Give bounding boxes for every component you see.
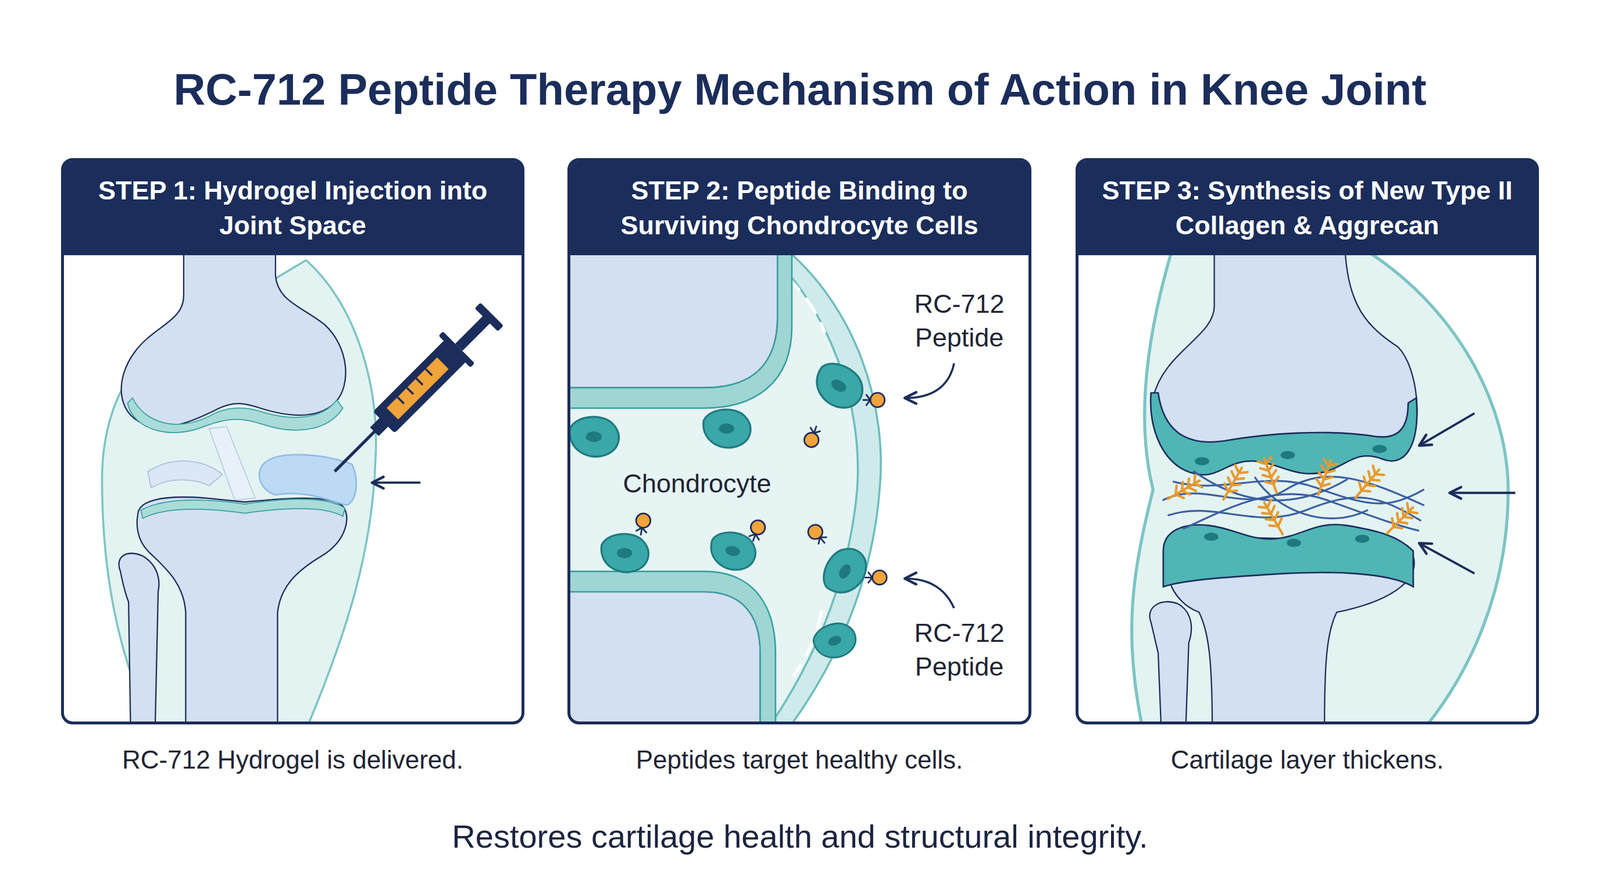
step-description: RC-712 Hydrogel is delivered. (61, 744, 525, 776)
step-description: Cartilage layer thickens. (1075, 744, 1539, 776)
leader-arrow (906, 578, 955, 609)
femur (570, 244, 778, 388)
capsule-highlight (787, 277, 825, 332)
chondrocyte-cell (601, 533, 649, 573)
aggrecan-molecule (1381, 502, 1419, 539)
aggrecan-molecule (1311, 457, 1338, 498)
peptide-marker (746, 518, 768, 544)
peptide-marker (805, 522, 831, 548)
step-heading: STEP 2: Peptide Binding to Surviving Cho… (570, 161, 1029, 256)
chondrocyte-cell (570, 416, 619, 457)
cell-nucleus (1280, 451, 1296, 460)
cell-nucleus (1194, 456, 1210, 466)
knee-joint-illustration (102, 244, 509, 723)
femur (121, 244, 346, 427)
thick-tibial-cartilage (1163, 524, 1414, 587)
hydrogel-deposit (259, 454, 357, 506)
ligament (209, 426, 256, 500)
aggrecan-molecule (1257, 455, 1284, 496)
femur (1151, 244, 1417, 448)
peptide-label: RC-712 Peptide (892, 287, 1027, 355)
step-heading: STEP 1: Hydrogel Injection into Joint Sp… (63, 161, 522, 256)
aggrecan-molecule (1217, 463, 1249, 503)
peptide-marker (865, 570, 887, 585)
aggrecan-molecule (1350, 465, 1385, 503)
chondrocyte-cell (809, 618, 861, 664)
meniscus (147, 461, 223, 488)
chondrocyte-cell (703, 409, 751, 448)
joint-space (570, 244, 881, 723)
pointer-arrow (1420, 543, 1475, 574)
pointer-arrow (1420, 413, 1475, 445)
diagram-title: RC-712 Peptide Therapy Mechanism of Acti… (0, 65, 1600, 114)
aggrecan-molecule (1163, 474, 1203, 506)
leader-arrow (906, 363, 955, 399)
peptide-label: RC-712 Peptide (892, 616, 1027, 684)
tibial-cartilage (140, 499, 345, 519)
tibial-cartilage (570, 571, 776, 723)
joint-closeup-illustration (570, 244, 955, 723)
cell-label: Chondrocyte (575, 466, 820, 501)
syringe (318, 298, 508, 488)
collagen-fibers (1163, 471, 1424, 531)
step-panel: STEP 3: Synthesis of New Type II Collage… (1075, 158, 1539, 725)
tibia (570, 591, 760, 723)
chondrocyte-cell (808, 356, 871, 416)
cell-nucleus (1355, 534, 1370, 544)
step-heading: STEP 3: Synthesis of New Type II Collage… (1078, 161, 1537, 256)
fibula (118, 553, 159, 723)
peptide-marker (802, 423, 824, 449)
peptide-marker (863, 393, 885, 408)
regenerated-joint-illustration (1131, 244, 1516, 723)
joint-capsule (1131, 244, 1509, 723)
pointer-arrow (1451, 491, 1516, 495)
step-panel: STEP 1: Hydrogel Injection into Joint Sp… (61, 158, 525, 725)
pointer-arrow (373, 481, 421, 484)
cell-nucleus (1372, 444, 1388, 453)
aggrecan-molecule (1258, 498, 1289, 538)
femoral-cartilage (127, 397, 343, 433)
cell-nucleus (1204, 532, 1219, 541)
cell-nucleus (1286, 538, 1302, 548)
diagram-caption: Restores cartilage health and structural… (0, 816, 1600, 857)
fibula (1149, 601, 1192, 723)
chondrocyte-cell (816, 541, 874, 602)
tibia (137, 497, 348, 723)
thick-femoral-cartilage (1150, 393, 1417, 475)
step-description: Peptides target healthy cells. (567, 744, 1032, 776)
femoral-cartilage (570, 244, 792, 409)
peptide-marker (633, 512, 652, 537)
